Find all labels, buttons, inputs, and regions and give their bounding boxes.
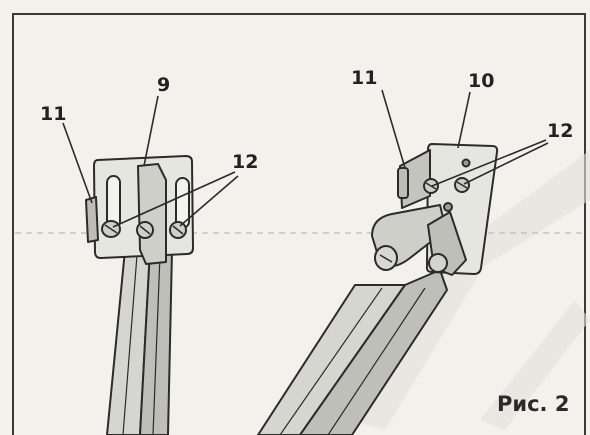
left-assembly	[85, 155, 194, 435]
left-screw-3	[169, 221, 187, 239]
callout-12-right: 12	[547, 120, 573, 142]
callout-9: 9	[157, 74, 170, 96]
frame-border	[12, 13, 586, 435]
callout-11-left: 11	[40, 103, 66, 125]
left-screw-1	[101, 220, 121, 238]
figure-caption: Рис. 2	[497, 392, 569, 416]
right-elbow-pin	[428, 253, 448, 273]
right-assembly	[257, 143, 499, 435]
right-plate-hole	[443, 202, 453, 212]
left-screw-2	[136, 221, 154, 239]
left-leader-lines	[62, 95, 239, 228]
callout-12-left: 12	[232, 151, 258, 173]
left-bracket	[85, 196, 99, 243]
right-screw-2	[454, 177, 470, 193]
right-bracket-tab	[397, 167, 409, 199]
callout-11-right: 11	[351, 67, 377, 89]
callout-10: 10	[468, 70, 494, 92]
right-leader-lines	[381, 89, 549, 187]
right-screw-1	[423, 178, 439, 194]
right-plate-hole-2	[461, 158, 471, 168]
